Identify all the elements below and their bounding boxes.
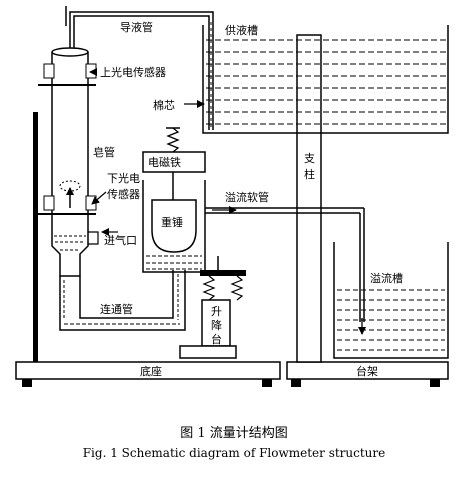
soap-tube <box>38 47 99 277</box>
lift-table <box>179 256 246 359</box>
label-overflow-hose: 溢流软管 <box>225 190 269 204</box>
base-left-rod <box>33 112 38 362</box>
label-lower-sensor-1: 下光电 <box>107 171 140 185</box>
label-electromagnet: 电磁铁 <box>148 156 181 169</box>
label-support-post-2: 柱 <box>304 167 315 181</box>
lower-sensor-arrow <box>91 191 107 205</box>
label-soap-tube: 皂管 <box>93 145 115 159</box>
weight-container <box>142 127 206 273</box>
label-cotton-core: 棉芯 <box>153 98 175 112</box>
base-platform <box>15 361 281 387</box>
delivery-tube <box>65 6 214 130</box>
label-support-post-1: 支 <box>304 152 315 165</box>
label-supply-tank: 供液槽 <box>225 23 258 37</box>
stand-platform <box>286 361 449 387</box>
label-lift-3: 台 <box>211 332 222 346</box>
overflow-tank <box>333 242 449 359</box>
overflow-hose <box>205 206 366 335</box>
label-delivery-tube: 导液管 <box>120 20 153 34</box>
label-lower-sensor-2: 传感器 <box>107 188 140 201</box>
label-air-inlet: 进气口 <box>104 233 137 247</box>
flowmeter-diagram: 导液管 供液槽 上光电传感器 棉芯 皂管 下光电 传感器 进气口 电磁铁 重锤 … <box>15 6 449 387</box>
label-connecting-tube: 连通管 <box>100 302 133 316</box>
figure-caption-en: Fig. 1 Schematic diagram of Flowmeter st… <box>82 446 386 460</box>
label-upper-sensor: 上光电传感器 <box>100 65 166 79</box>
label-base: 底座 <box>140 364 162 378</box>
label-lift-2: 降 <box>211 318 222 332</box>
label-overflow-tank: 溢流槽 <box>370 271 403 285</box>
figure-caption-cn: 图 1 流量计结构图 <box>180 426 288 441</box>
label-stand: 台架 <box>356 364 378 378</box>
supply-tank <box>202 25 449 134</box>
label-weight: 重锤 <box>161 215 183 229</box>
label-lift-1: 升 <box>211 305 222 318</box>
support-post <box>296 34 322 363</box>
connecting-tube <box>59 270 186 331</box>
